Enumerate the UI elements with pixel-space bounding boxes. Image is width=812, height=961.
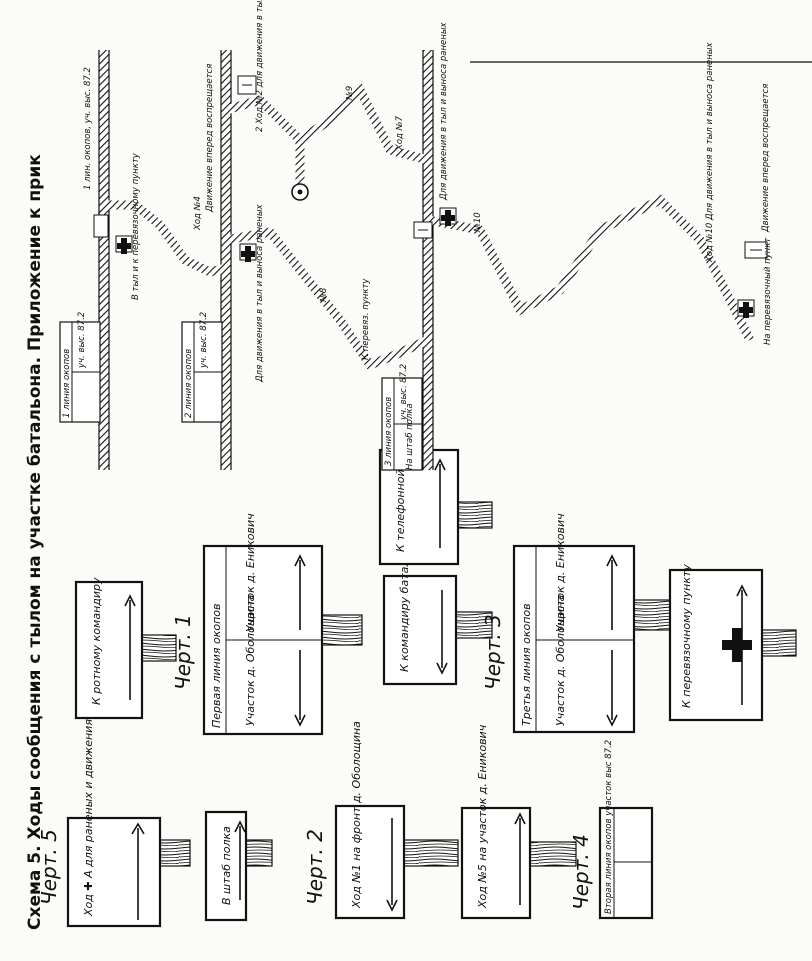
- label-hod10: №10: [473, 212, 483, 233]
- cher3-uchastok-left: Участок д. Оболощина: [554, 594, 567, 726]
- cross-marker-4: [737, 299, 755, 318]
- cher1-uchastok-right: Участок д. Еникович: [244, 513, 257, 632]
- label-dvizhenie-vpered-2: Движение вперед воспрещается: [761, 84, 771, 233]
- cross-marker-3: [439, 207, 457, 226]
- map-sign-second-line: 2 линия окопов уч. выс. 87.2: [181, 312, 223, 423]
- sign-cher4: Черт. 4 Вторая линия окопов участок выс …: [569, 740, 654, 920]
- sign-k-kombatu: К командиру батальона: [382, 532, 493, 686]
- cher1-uchastok-left: Участок д. Оболощина: [244, 594, 257, 726]
- map-sign-tretya-vys: уч. выс. 87.2: [399, 364, 409, 421]
- v-shtab-polka-text: В штаб полка: [220, 826, 233, 905]
- map-sign-vtoraya-text: 2 линия окопов: [184, 349, 194, 418]
- cher3-uchastok-right: Участок д. Еникович: [554, 513, 567, 632]
- label-pervaya-okop: 1 лин. окопов, уч. выс. 87.2: [83, 67, 93, 190]
- label-hod9: №9: [345, 86, 355, 101]
- k-kombatu-text: К командиру батальона: [398, 532, 411, 672]
- hod5-text: Ход №5 на участок д. Еникович: [476, 724, 489, 909]
- cross-marker-2: [239, 243, 257, 262]
- label-dlya-dvizheniya-1: Для движения в тыл и выноса раненых: [255, 203, 265, 383]
- label-na-perevyaz-punkt: На перевязочный пункт: [763, 237, 773, 345]
- cher4-text: Вторая линия окопов участок выс 87.2: [604, 740, 614, 914]
- label-dvizhenie-vpered-1: Движение вперед воспрещается: [205, 64, 215, 213]
- label-k-perevyaz-punktu: К перевяз. пункту: [361, 278, 371, 360]
- label-hod2: 2 Ход №2 для движения в тыл и выноса ран…: [255, 0, 265, 132]
- pervaya-liniya-text: Первая линия окопов: [210, 603, 223, 728]
- red-cross-icon: [722, 628, 752, 662]
- sign-k-perevyazochnomu: К перевязочному пункту: [668, 564, 797, 722]
- map-sign-pervaya-vys: уч. выс. 87.2: [77, 312, 87, 369]
- map-sign-third-line: 3 линия окопов уч. выс. 87.2: [381, 364, 423, 471]
- sign-cher3: Черт. 3 Третья линия окопов Участок д. О…: [481, 513, 675, 734]
- cher5-text: Ход ✚ А для раненых и движения в тыл: [82, 683, 95, 917]
- label-hod7: Ход №7: [395, 116, 405, 151]
- label-dlya-dvizheniya-2: Для движения в тыл и выноса раненых: [439, 21, 449, 201]
- label-na-shtab: На штаб полка: [405, 403, 415, 470]
- sign-hod5: Ход №5 на участок д. Еникович: [460, 724, 577, 920]
- scheme-title: Схема 5. Ходы сообщения с тылом на участ…: [25, 154, 45, 930]
- cher3-caption: Черт. 3: [481, 614, 505, 690]
- hod1-text: Ход №1 на фронт д. Оболощина: [350, 721, 363, 909]
- cher1-caption: Черт. 1: [171, 614, 195, 690]
- trench-map: 1 линия окопов уч. выс. 87.2 2 линия око…: [59, 0, 812, 471]
- label-hod8: №8: [319, 287, 329, 303]
- k-rotnomu-text: К ротному командиру: [90, 577, 103, 705]
- tretya-liniya-text: Третья линия окопов: [520, 603, 533, 726]
- label-hod4: Ход №4: [193, 196, 203, 231]
- map-sign-tretya-text: 3 линия окопов: [384, 397, 394, 466]
- map-sign-first-line: 1 линия окопов уч. выс. 87.2: [59, 312, 101, 423]
- cross-marker-1: [115, 235, 133, 254]
- map-sign-pervaya-text: 1 линия окопов: [62, 349, 72, 418]
- label-v-tyl-perevyaz: В тыл и к перевязочному пункту: [131, 152, 141, 300]
- map-sign-vtoraya-vys: уч. выс. 87.2: [199, 312, 209, 369]
- sign-k-rotnomu: К ротному командиру: [74, 577, 177, 720]
- k-perevyazochnomu-text: К перевязочному пункту: [680, 564, 693, 708]
- sign-cher5: Черт. 5 Ход ✚ А для раненых и движения в…: [37, 683, 191, 928]
- sign-v-shtab-polka: В штаб полка: [204, 810, 273, 922]
- cher2-caption: Черт. 2: [303, 829, 327, 905]
- cher4-caption: Черт. 4: [569, 834, 593, 910]
- sign-cher1: Черт. 1 Первая линия окопов Участок д. О…: [171, 513, 363, 736]
- cher5-caption: Черт. 5: [37, 829, 61, 905]
- label-hod10-long: Ход №10 Для движения в тыл и выноса ране…: [705, 41, 715, 263]
- sign-cher2: Черт. 2 Ход №1 на фронт д. Оболощина: [303, 721, 459, 920]
